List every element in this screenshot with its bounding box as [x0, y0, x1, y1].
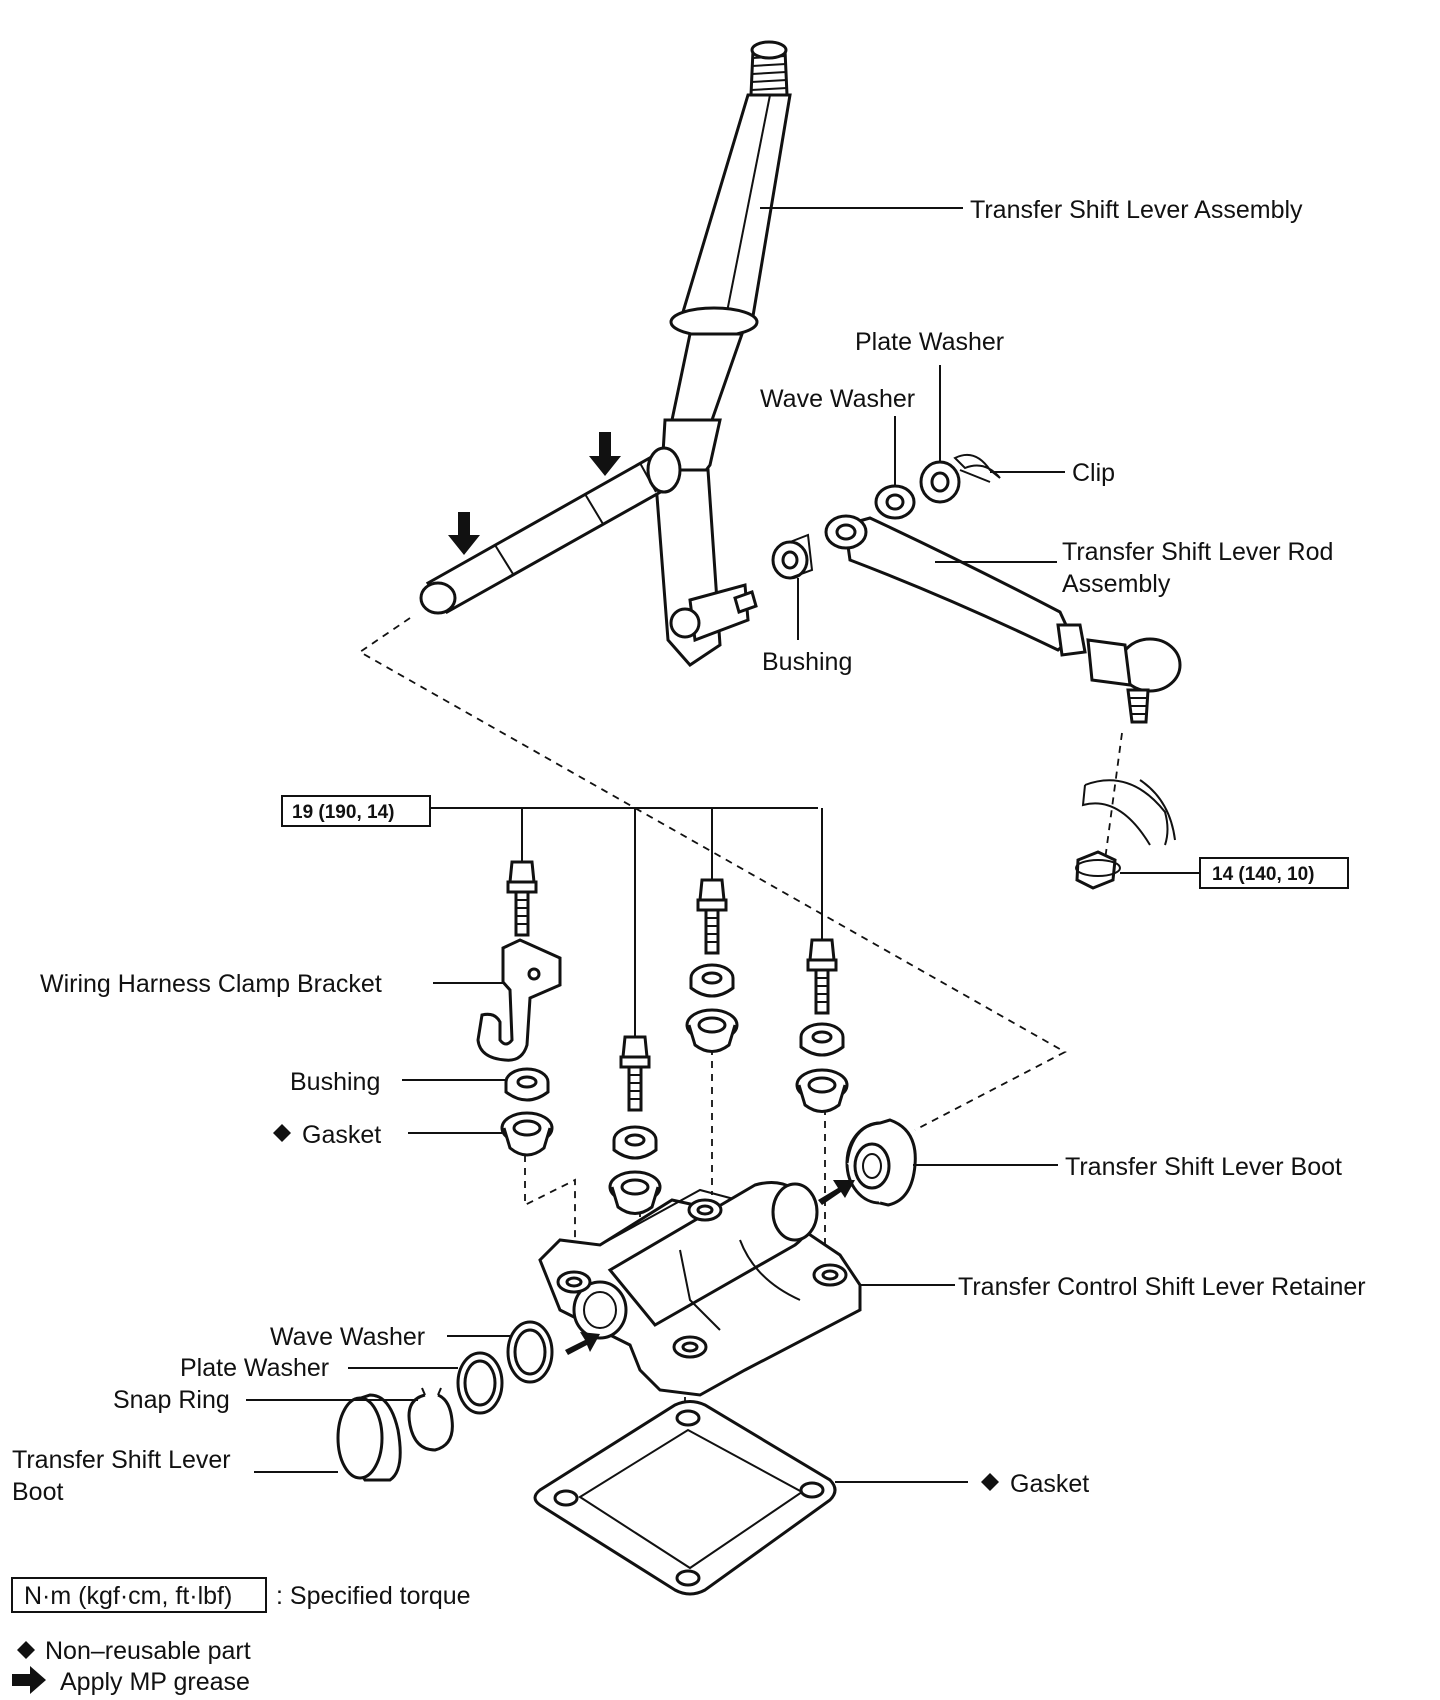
wiring-clamp-bracket-drawing: [476, 938, 562, 1062]
torque-value-rod-nut: 14 (140, 10): [1212, 864, 1314, 885]
grease-arrow-icon: [12, 1666, 46, 1694]
label-clip: Clip: [1072, 459, 1115, 487]
label-gasket-left: Gasket: [302, 1121, 381, 1149]
diamond-icon: [17, 1641, 35, 1659]
label-bushing-left: Bushing: [290, 1068, 380, 1096]
torque-box-retainer-bolts: 19 (190, 14): [281, 795, 431, 827]
lever-boot-right-drawing: [845, 1118, 917, 1207]
label-bushing-top: Bushing: [762, 648, 852, 676]
part-labels: Transfer Shift Lever Assembly Plate Wash…: [12, 196, 1366, 1506]
label-rod-assembly-line1: Transfer Shift Lever Rod: [1062, 538, 1333, 566]
legend-torque-box: [11, 1577, 267, 1613]
stack-bolt3: [685, 963, 739, 1053]
torque-value-retainer-bolts: 19 (190, 14): [292, 802, 394, 823]
stack-left: [500, 1067, 554, 1157]
legend-torque-units: N·m (kgf·cm, ft·lbf): [24, 1582, 232, 1610]
label-plate-washer-top: Plate Washer: [855, 328, 1004, 356]
label-wave-washer-top: Wave Washer: [760, 385, 915, 413]
bolt-2: [619, 1035, 651, 1112]
label-gasket-bottom: Gasket: [1010, 1470, 1089, 1498]
label-shift-lever-assembly: Transfer Shift Lever Assembly: [970, 196, 1303, 224]
lower-washers-drawing: [336, 1320, 554, 1482]
bolt-4: [806, 938, 838, 1015]
nonreusable-marker-icons: [273, 1124, 999, 1491]
label-lever-boot-right: Transfer Shift Lever Boot: [1065, 1153, 1342, 1181]
shift-lever-assembly-drawing: [419, 40, 792, 667]
legend-nonreusable: Non–reusable part: [45, 1637, 251, 1665]
label-wiring-bracket: Wiring Harness Clamp Bracket: [40, 970, 382, 998]
bolt-1: [506, 860, 538, 937]
label-snap-ring: Snap Ring: [113, 1386, 230, 1414]
grease-arrow-icons-lever: [448, 432, 621, 555]
retainer-drawing: [538, 1181, 862, 1397]
label-retainer: Transfer Control Shift Lever Retainer: [958, 1273, 1366, 1301]
legend-grease: Apply MP grease: [60, 1668, 250, 1696]
legend-torque-text: : Specified torque: [276, 1582, 471, 1610]
label-wave-washer-bottom: Wave Washer: [270, 1323, 425, 1351]
stack-bolt4: [795, 1022, 849, 1113]
rod-assembly-drawing: [824, 514, 1182, 724]
label-rod-assembly-line2: Assembly: [1062, 570, 1171, 598]
label-plate-washer-bottom: Plate Washer: [180, 1354, 329, 1382]
grease-arrow-icons-retainer: [565, 1180, 855, 1355]
base-gasket-drawing: [533, 1400, 837, 1596]
torque-box-rod-nut: 14 (140, 10): [1199, 857, 1349, 889]
bolt-3: [696, 878, 728, 955]
rod-mount-bracket: [1075, 779, 1176, 890]
leader-lines: [246, 207, 1200, 1483]
label-lever-boot-left-line2: Boot: [12, 1478, 63, 1506]
legend: N·m (kgf·cm, ft·lbf) : Specified torque …: [11, 1577, 471, 1696]
top-small-parts: [771, 454, 1001, 580]
label-lever-boot-left-line1: Transfer Shift Lever: [12, 1446, 231, 1474]
stack-bolt2: [608, 1125, 662, 1215]
